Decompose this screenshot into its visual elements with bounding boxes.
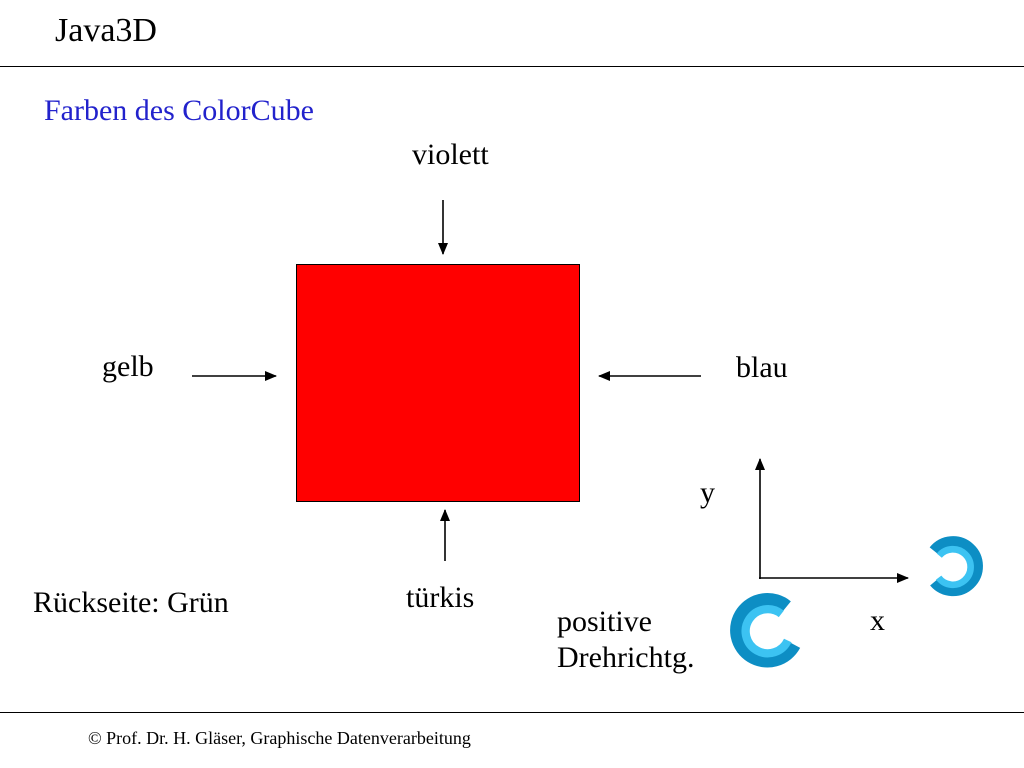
- header-divider: [0, 66, 1024, 67]
- rotation-caption-line2: Drehrichtg.: [557, 641, 695, 674]
- ribbon-highlight: [741, 605, 792, 658]
- x-axis-label: x: [870, 604, 885, 637]
- label-blau: blau: [736, 351, 788, 384]
- y-axis-label: y: [700, 476, 715, 509]
- label-tuerkis: türkis: [406, 581, 475, 614]
- ribbon-body: [730, 593, 801, 668]
- rotation-ribbon-icon: [929, 536, 983, 597]
- rotation-caption: positive Drehrichtg.: [557, 604, 694, 676]
- slide-title: Java3D: [55, 12, 157, 49]
- colorcube-front-face: [296, 264, 580, 502]
- label-gelb: gelb: [102, 350, 154, 383]
- page-title: Farben des ColorCube: [44, 94, 314, 127]
- rotation-caption-line1: positive: [557, 605, 652, 638]
- ribbon-body: [929, 536, 983, 597]
- back-side-note: Rückseite: Grün: [33, 586, 229, 619]
- label-violett: violett: [412, 138, 489, 171]
- footer-divider: [0, 712, 1024, 713]
- footer-credit: © Prof. Dr. H. Gläser, Graphische Datenv…: [88, 728, 471, 748]
- ribbon-highlight: [935, 545, 974, 589]
- rotation-ribbon-icon: [730, 593, 801, 668]
